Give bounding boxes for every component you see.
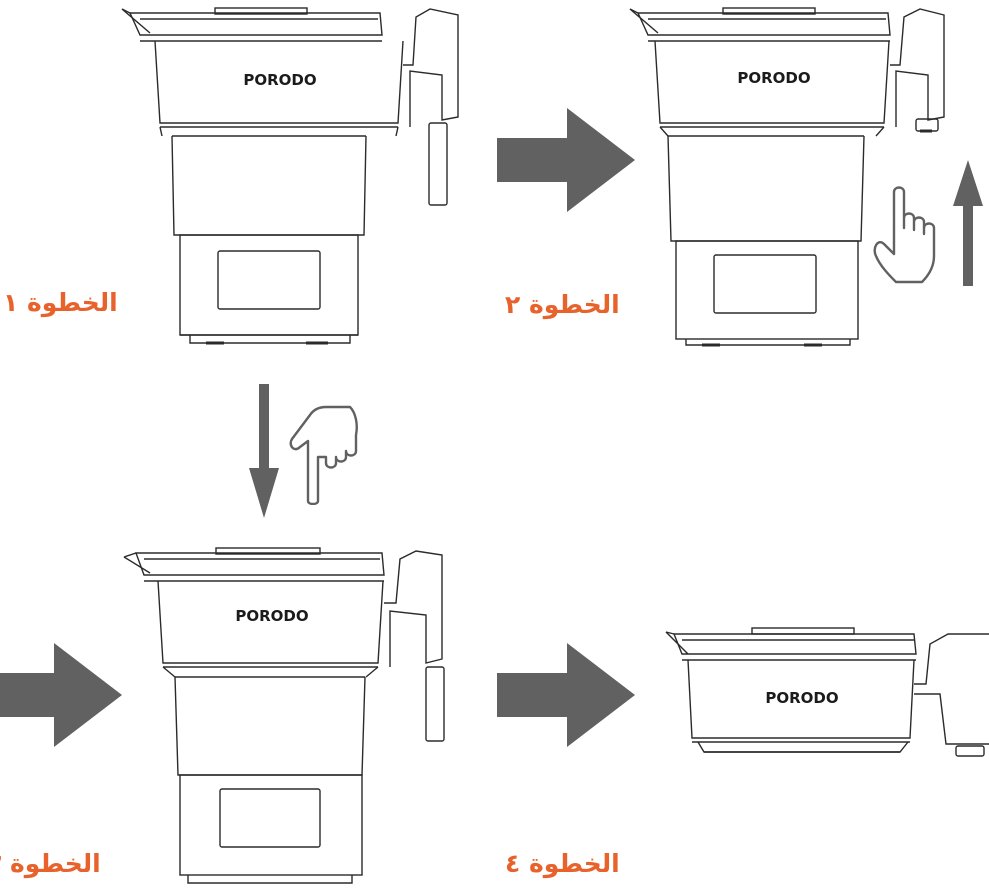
kettle-step-1: PORODO (121, 7, 459, 345)
pointing-hand-icon (289, 405, 358, 505)
brand-logo: PORODO (243, 71, 316, 89)
right-arrow-icon (497, 108, 635, 212)
pointing-hand-icon (873, 186, 936, 284)
brand-logo: PORODO (737, 69, 810, 87)
kettle-step-2: PORODO (629, 7, 945, 347)
kettle-step-4: PORODO (665, 627, 989, 757)
step-1-label: الخطوة ١ (3, 288, 118, 317)
step-3-label: الخطوة ٣ (0, 849, 101, 878)
up-arrow-icon (953, 160, 983, 286)
kettle-step-3: PORODO (123, 547, 445, 884)
right-arrow-icon (0, 643, 122, 747)
step-2-label: الخطوة ٢ (505, 290, 620, 319)
down-arrow-icon (249, 384, 279, 518)
step-4-label: الخطوة ٤ (505, 849, 620, 878)
brand-logo: PORODO (235, 607, 308, 625)
right-arrow-icon (497, 643, 635, 747)
brand-logo: PORODO (765, 689, 838, 707)
